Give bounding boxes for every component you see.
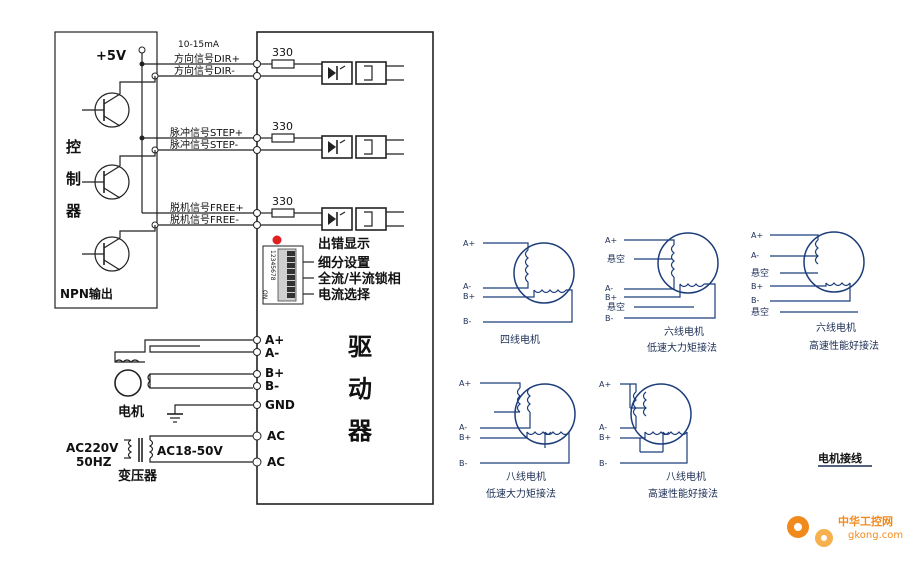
- d1-term-a-plus: A+: [463, 239, 475, 248]
- transformer-output-voltage: AC18-50V: [157, 444, 223, 458]
- d4-subtitle: 低速大力矩接法: [486, 487, 556, 500]
- diagram-four-wire: A+ A- B+ B- 四线电机: [463, 239, 575, 346]
- motor-icon: [114, 369, 142, 397]
- d1-name: 四线电机: [500, 333, 540, 346]
- d4-term-b-minus: B-: [459, 459, 467, 468]
- dip-on-label: ON: [261, 290, 268, 299]
- d5-term-a-minus: A-: [599, 423, 607, 432]
- terminal-a-minus: A-: [265, 346, 279, 360]
- diagram-eight-wire-high: A+ A- B+ B- 八线电机 高速性能好接法: [599, 380, 718, 500]
- npn-transistor-1: [82, 76, 156, 128]
- controller-title-char-3: 器: [65, 202, 82, 220]
- driver-title-char-3: 器: [347, 417, 373, 445]
- error-display-label: 出错显示: [318, 236, 370, 252]
- terminal-b-minus: B-: [265, 379, 279, 393]
- terminal-b-plus: B+: [265, 366, 284, 380]
- d2-term-a-plus: A+: [605, 236, 617, 245]
- npn-transistor-2: [82, 150, 156, 200]
- signal-dir-pos: 方向信号DIR+: [174, 52, 240, 65]
- dip-numbers: 12345678: [269, 250, 276, 281]
- d5-subtitle: 高速性能好接法: [648, 487, 718, 500]
- opto-channel-step: 330: [261, 120, 404, 159]
- terminal-ac-1: AC: [267, 429, 285, 443]
- controller-block: +5V: [54, 31, 258, 309]
- controller-title-char-2: 制: [66, 170, 81, 188]
- transformer: AC220V 50HZ AC18-50V 变压器: [66, 435, 253, 484]
- supply-label: +5V: [96, 49, 126, 64]
- d3-subtitle: 高速性能好接法: [809, 339, 879, 352]
- d2-term-b-plus: B+: [605, 293, 617, 302]
- d5-term-a-plus: A+: [599, 380, 611, 389]
- diagram-eight-wire-low: A+ A- B+ B- 八线电机 低速大力矩接法: [459, 379, 576, 500]
- npn-output-label: NPN输出: [60, 286, 113, 301]
- d2-term-float-2: 悬空: [607, 301, 625, 313]
- d3-term-b-minus: B-: [751, 296, 759, 305]
- diagram-six-wire-low: A+ 悬空 A- B+ 悬空 B- 六线电机 低速大力矩接法: [605, 232, 719, 354]
- d3-name: 六线电机: [816, 321, 856, 334]
- opto-channel-free: 330: [261, 195, 404, 231]
- d3-term-b-plus: B+: [751, 282, 763, 291]
- d4-term-a-plus: A+: [459, 379, 471, 388]
- d2-term-b-minus: B-: [605, 314, 613, 323]
- diagram-six-wire-high: A+ A- 悬空 B+ B- 悬空 六线电机 高速性能好接法: [751, 231, 879, 352]
- wiring-title: 电机接线: [818, 451, 862, 465]
- current-label: 10-15mA: [178, 40, 220, 50]
- dip-switch: 12345678 ON: [261, 245, 304, 305]
- d5-term-b-minus: B-: [599, 459, 607, 468]
- d2-subtitle: 低速大力矩接法: [647, 341, 717, 354]
- terminal-gnd: GND: [265, 398, 295, 412]
- d2-term-a-minus: A-: [605, 284, 613, 293]
- d1-term-b-plus: B+: [463, 292, 475, 301]
- d4-name: 八线电机: [506, 470, 546, 483]
- opto-channel-dir: 330: [261, 46, 404, 85]
- motor-wiring: 电机: [114, 339, 253, 423]
- driver-title-char-2: 动: [348, 375, 372, 403]
- d2-name: 六线电机: [664, 325, 704, 338]
- d3-term-float-2: 悬空: [751, 306, 769, 318]
- resistor-step-value: 330: [272, 120, 293, 133]
- d1-term-a-minus: A-: [463, 282, 471, 291]
- driver-title-char-1: 驱: [348, 333, 372, 361]
- transformer-label: 变压器: [118, 468, 158, 484]
- d3-term-float-1: 悬空: [751, 267, 769, 279]
- driver-block: 330 330: [252, 31, 434, 505]
- motor-label: 电机: [118, 404, 144, 420]
- d3-term-a-minus: A-: [751, 251, 759, 260]
- d3-term-a-plus: A+: [751, 231, 763, 240]
- watermark-brand: 中华工控网: [838, 514, 893, 528]
- error-led-icon: [272, 235, 282, 245]
- signal-dir-neg: 方向信号DIR-: [174, 64, 235, 77]
- watermark-domain: gkong.com: [848, 530, 903, 541]
- d4-term-a-minus: A-: [459, 423, 467, 432]
- terminal-ac-2: AC: [267, 455, 285, 469]
- resistor-free-value: 330: [272, 195, 293, 208]
- resistor-dir-value: 330: [272, 46, 293, 59]
- signal-step-neg: 脉冲信号STEP-: [170, 138, 239, 151]
- signal-free-pos: 脱机信号FREE+: [170, 201, 244, 214]
- d5-name: 八线电机: [666, 470, 706, 483]
- controller-title-char-1: 控: [66, 138, 81, 156]
- transformer-input-voltage: AC220V: [66, 441, 119, 455]
- signal-free-neg: 脱机信号FREE-: [170, 213, 239, 226]
- setting-subdivision: 细分设置: [318, 255, 370, 271]
- setting-current-mode: 全流/半流锁相: [317, 271, 401, 287]
- gear-icon: [787, 516, 833, 547]
- d2-term-float-1: 悬空: [607, 253, 625, 265]
- watermark-logo: 中华工控网 gkong.com: [787, 514, 903, 547]
- setting-current-select: 电流选择: [318, 287, 371, 303]
- d1-term-b-minus: B-: [463, 317, 471, 326]
- transformer-input-frequency: 50HZ: [76, 455, 112, 469]
- d4-term-b-plus: B+: [459, 433, 471, 442]
- npn-transistor-3: [82, 225, 156, 272]
- terminal-a-plus: A+: [265, 333, 284, 347]
- signal-step-pos: 脉冲信号STEP+: [170, 126, 243, 139]
- d5-term-b-plus: B+: [599, 433, 611, 442]
